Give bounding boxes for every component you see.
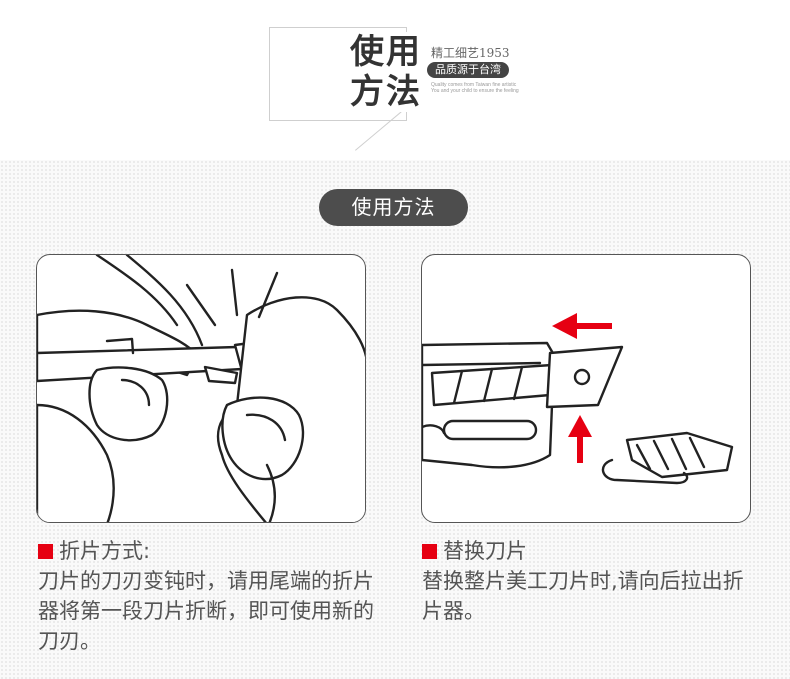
step-snap-caption: 折片方式: 刀片的刀刃变钝时，请用尾端的折片器将第一段刀片折断，即可使用新的刀刃… [38, 536, 378, 656]
page-title: 使用方法 [350, 32, 430, 112]
red-square-bullet-icon [422, 543, 437, 559]
brand-fine-print-line-2: You and your child to ensure the feeling [431, 88, 519, 94]
step-replace-caption: 替换刀片 替换整片美工刀片时,请向后拉出折片器。 [422, 536, 762, 626]
brand-tagline: 精工细艺1953 [431, 46, 510, 60]
step-snap-title: 折片方式: [59, 539, 151, 563]
step-replace-body: 替换整片美工刀片时,请向后拉出折片器。 [422, 569, 744, 623]
replace-blade-illustration [421, 254, 751, 523]
step-replace-title: 替换刀片 [443, 539, 527, 563]
brand-fine-print-line-1: Quality comes from Taiwan fine artistic [431, 82, 517, 88]
step-snap-heading: 折片方式: [38, 536, 378, 566]
brand-badge: 品质源于台湾 [427, 62, 509, 78]
replace-blade-drawing [422, 313, 734, 485]
snap-blade-illustration [36, 254, 366, 523]
brand-fine-print: Quality comes from Taiwan fine artistic … [431, 82, 519, 94]
step-replace-heading: 替换刀片 [422, 536, 762, 566]
red-square-bullet-icon [38, 543, 53, 559]
snap-blade-drawing [37, 255, 365, 522]
step-snap-body: 刀片的刀刃变钝时，请用尾端的折片器将第一段刀片折断，即可使用新的刀刃。 [38, 569, 374, 653]
section-heading: 使用方法 [319, 189, 468, 226]
